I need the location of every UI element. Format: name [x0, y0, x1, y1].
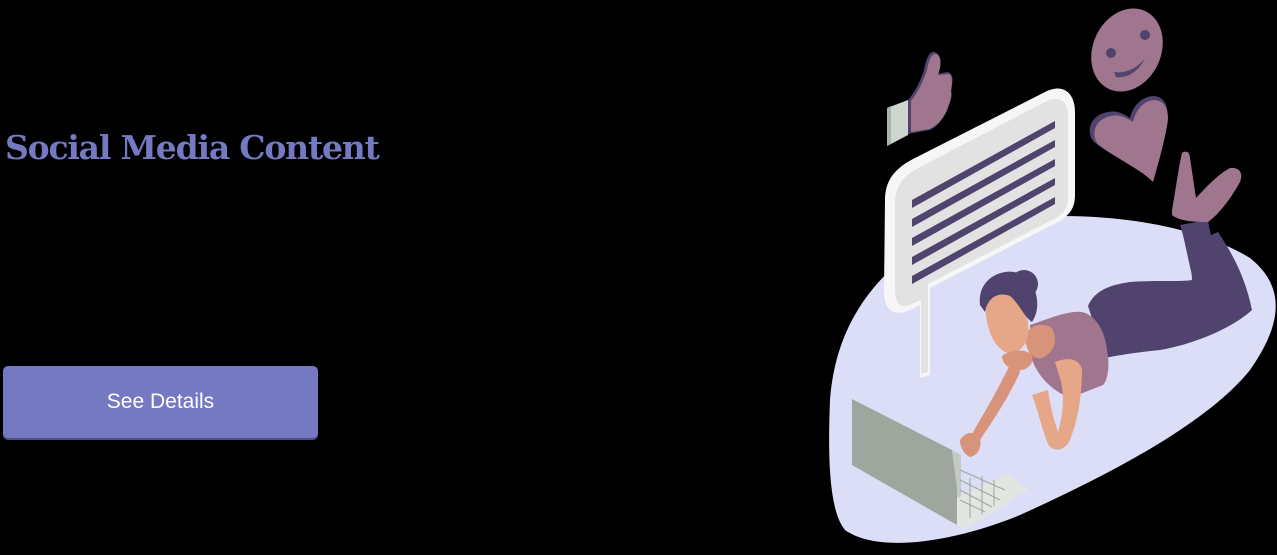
smiley-face-icon: [1091, 8, 1163, 92]
message-lines: [912, 121, 1055, 284]
heart-icon: [1089, 96, 1168, 182]
speech-bubble-icon: [884, 88, 1075, 378]
laptop-icon: [852, 399, 1028, 530]
thumbs-up-icon: [887, 51, 953, 146]
hero-illustration: [820, 0, 1277, 555]
see-details-button[interactable]: See Details: [3, 366, 318, 438]
woman-figure: [968, 151, 1252, 450]
page-title: Social Media Content: [5, 128, 380, 167]
keyboard-keys: [959, 469, 1006, 518]
